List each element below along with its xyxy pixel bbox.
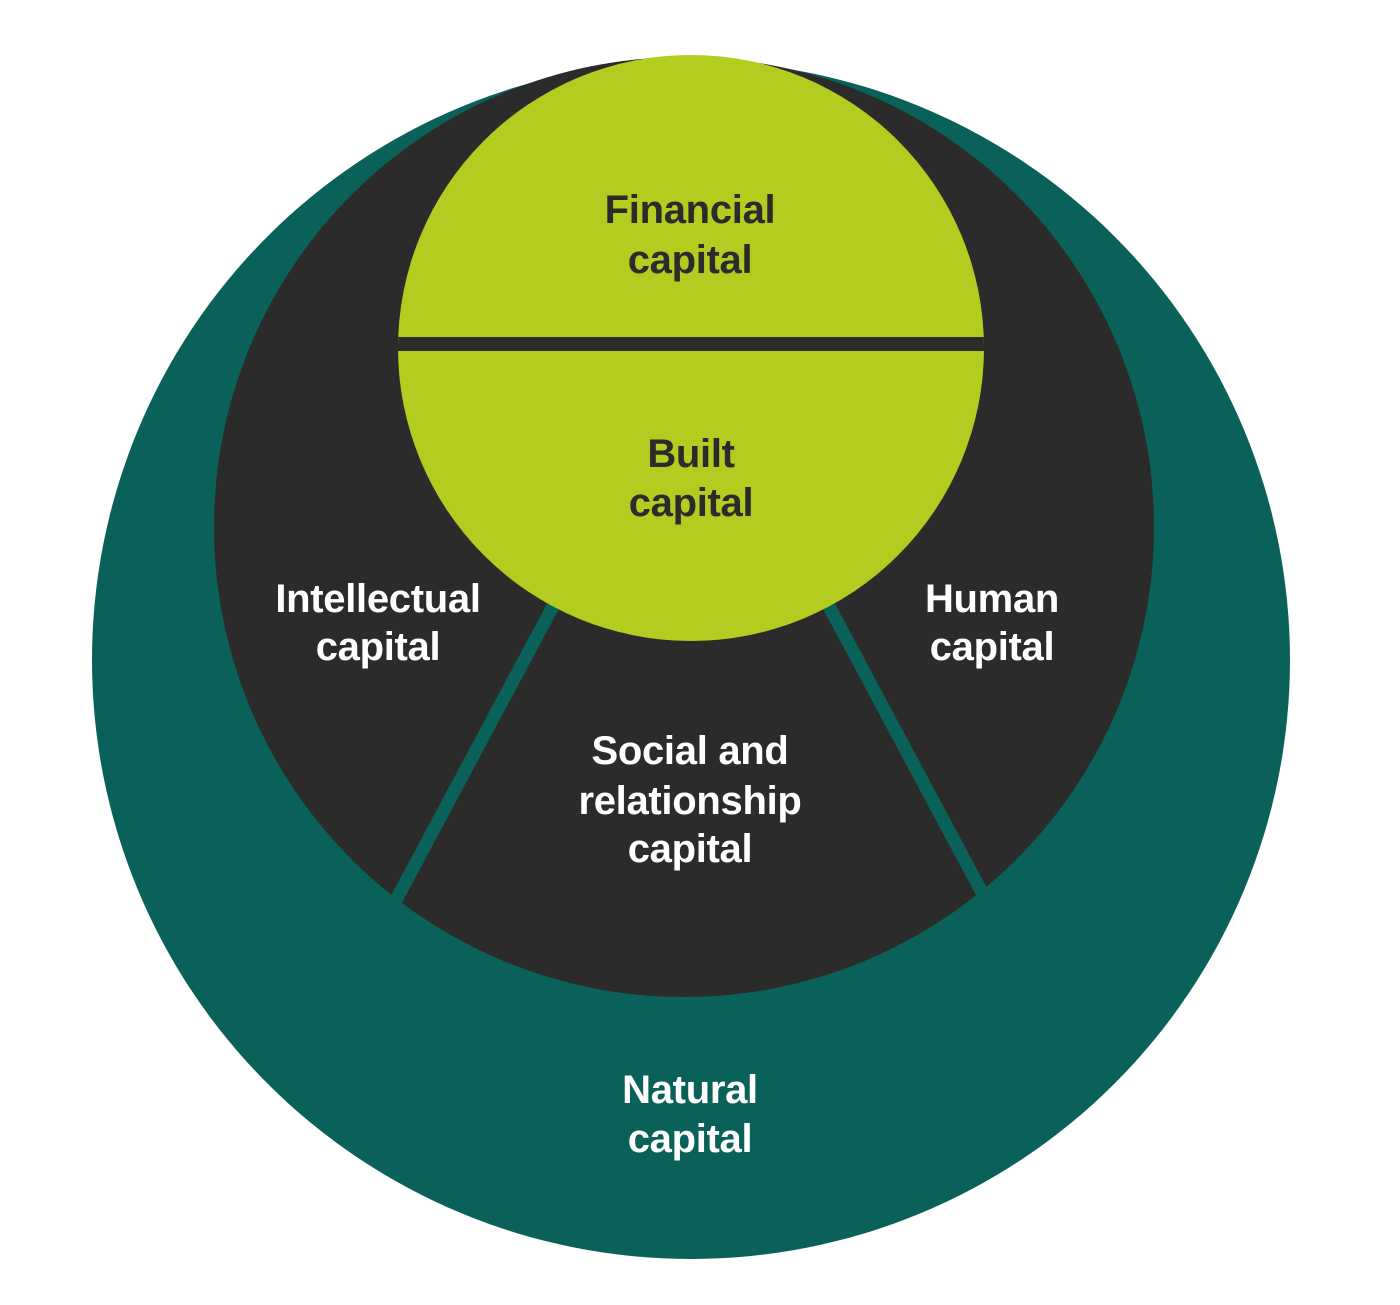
- financial-capital-label-line1: Financial: [605, 188, 776, 232]
- human-capital-label-line1: Human: [925, 577, 1059, 621]
- natural-capital-label-line1: Natural: [622, 1068, 758, 1112]
- built-capital-label-line1: Built: [647, 432, 734, 476]
- social-capital-label-line3: capital: [628, 827, 753, 871]
- intellectual-capital-label-line2: capital: [316, 625, 441, 669]
- built-capital-label-line2: capital: [629, 481, 754, 525]
- natural-capital-label-line2: capital: [628, 1117, 753, 1161]
- social-capital-label-line2: relationship: [578, 779, 801, 823]
- financial-capital-label-line2: capital: [628, 238, 753, 282]
- intellectual-capital-label-line1: Intellectual: [275, 577, 480, 621]
- social-capital-label-line1: Social and: [591, 729, 788, 773]
- human-capital-label-line2: capital: [930, 625, 1055, 669]
